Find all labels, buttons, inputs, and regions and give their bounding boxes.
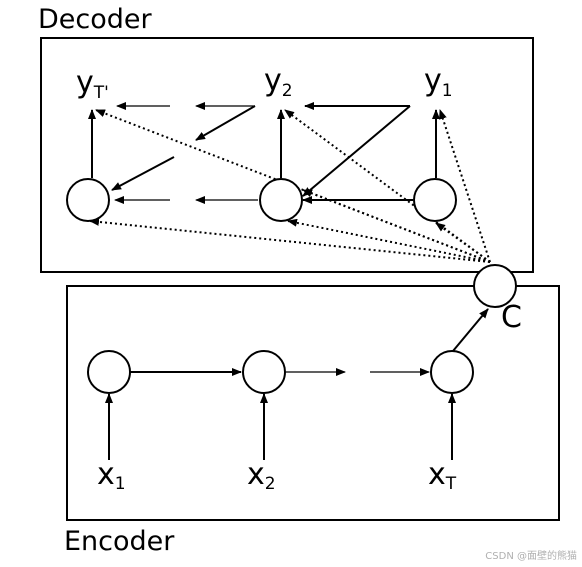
edge-gap-s3-diag [111,156,175,191]
context-node [473,264,517,308]
dot-c-s3 [89,217,491,263]
decoder-node-1 [413,178,457,222]
edge-y2-diag [195,105,256,141]
encoder-title: Encoder [64,526,175,557]
edge-y1-s2 [302,105,411,197]
input-label-t: xT [428,457,457,494]
dot-c-s2-b [287,218,491,263]
encoder-box [66,285,560,521]
dot-c-s2-a [302,189,491,263]
decoder-box [40,37,534,273]
dot-c-y1 [439,109,491,263]
decoder-node-2 [259,178,303,222]
edge-ht-c [452,308,489,352]
watermark: CSDN @面壁的熊猫 [485,549,577,562]
encoder-node-t [430,350,474,394]
output-label-3: y1 [424,63,453,101]
input-label-2: x2 [247,457,276,494]
encoder-node-2 [242,350,286,394]
dot-c-s1 [435,222,491,263]
decoder-title: Decoder [38,4,153,35]
input-label-1: x1 [97,457,126,494]
decoder-node-3 [66,178,110,222]
output-label-2: y2 [264,63,293,101]
context-label: C [501,300,522,335]
output-label-1: yT' [76,65,109,103]
encoder-node-1 [87,350,131,394]
